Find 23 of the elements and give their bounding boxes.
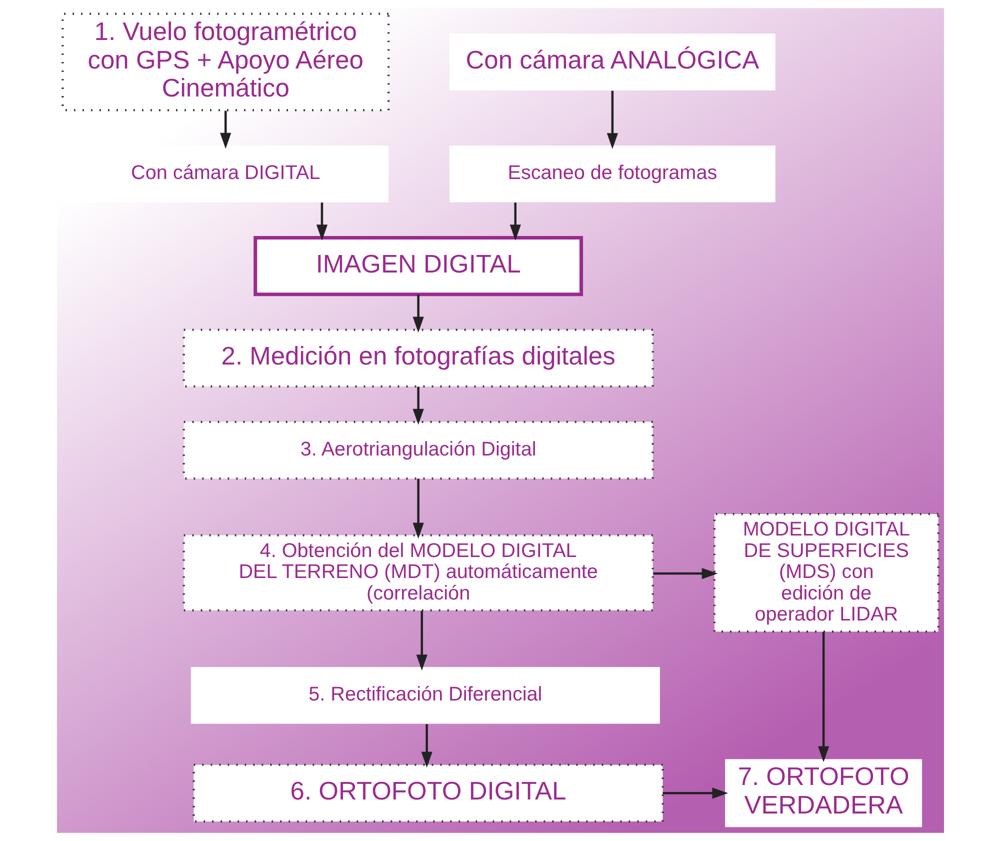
arrow [220,110,231,149]
node-box: 4. Obtención del MODELO DIGITAL DEL TERRENO (MDT) automáticamente (correlación [182,534,654,612]
node-box: Escaneo de fotogramas [449,146,775,202]
node-box: Con cámara ANALÓGICA [449,34,775,90]
arrow [416,610,427,670]
arrow [509,202,520,241]
node-box: 5. Rectificación Diferencial [190,667,660,724]
arrow [662,788,728,799]
arrow [420,724,432,768]
arrow [412,386,424,425]
node-box: 7. ORTOFOTO VERDADERA [724,759,922,828]
node-box: 6. ORTOFOTO DIGITAL [192,764,664,823]
arrow [652,568,718,580]
node-box: 2. Medición en fotografías digitales [182,328,654,388]
arrow [316,202,328,241]
node-box: IMAGEN DIGITAL [253,236,583,296]
node-box: 3. Aerotriangulación Digital [182,420,654,480]
arrow [818,632,829,762]
arrow [412,478,424,539]
node-box: 1. Vuelo fotogramétrico con GPS + Apoyo Aéreo Cinemático [61,12,390,112]
arrow [412,294,424,333]
arrow [606,90,618,150]
node-box: MODELO DIGITAL DE SUPERFICIES (MDS) con edición de operador LIDAR [712,512,939,633]
